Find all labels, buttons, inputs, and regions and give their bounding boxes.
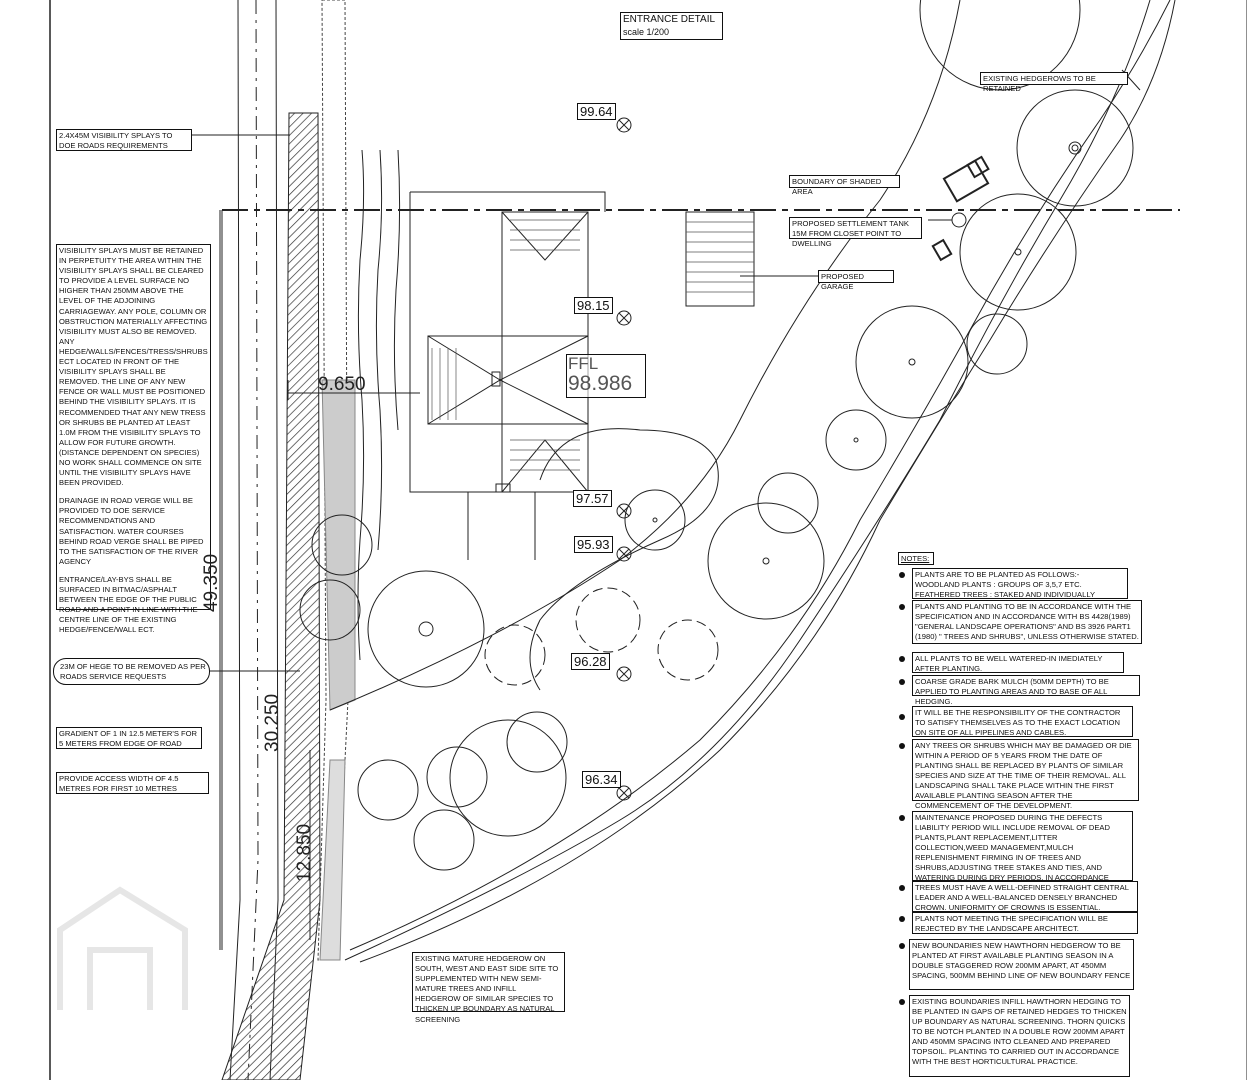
note-bullet-1 (899, 572, 905, 578)
dimension-49-350: 49.350 (201, 553, 222, 612)
level-96-34: 96.34 (582, 771, 621, 788)
label-boundary-shaded: BOUNDARY OF SHADED AREA (789, 175, 900, 196)
level-98-15: 98.15 (574, 297, 613, 314)
label-proposed-garage: PROPOSED GARAGE (818, 270, 894, 291)
label-hedge-removed: 23M OF HEGE TO BE REMOVED AS PER ROADS S… (53, 658, 210, 685)
road-centre-dashed (247, 0, 259, 1080)
road-edge-left (229, 0, 241, 1080)
notes-heading: NOTES: (898, 552, 934, 565)
trees (299, 0, 1134, 871)
road-edge-right (269, 0, 279, 1080)
label-visibility-splays-doe: 2.4x45m VISIBILITY SPLAYS TO DOE ROADS R… (56, 129, 192, 151)
visibility-splay-hatch (221, 112, 321, 1080)
level-markers (616, 117, 632, 801)
wavy-hedge-line-3 (393, 149, 401, 431)
dwelling-footprint (427, 335, 589, 425)
note-bullet-2 (899, 604, 905, 610)
drainage-notes-text: DRAINAGE IN ROAD VERGE WILL BE PROVIDED … (59, 496, 204, 566)
label-hedgerows-retained: EXISTING HEDGEROWS TO BE RETAINED (980, 72, 1128, 93)
note-bullet-10 (899, 943, 905, 949)
watermark-logo (57, 886, 188, 1010)
grey-verge (321, 379, 356, 711)
wavy-hedge-line-2 (375, 149, 383, 551)
level-99-64: 99.64 (577, 103, 616, 120)
label-gradient: GRADIENT OF 1 IN 12.5 METER'S FOR 5 METE… (56, 727, 202, 749)
note-9: PLANTS NOT MEETING THE SPECIFICATION WIL… (912, 912, 1138, 934)
ffl-value: 98.986 (568, 372, 633, 395)
driveway-curve (329, 0, 961, 711)
note-bullet-5 (899, 714, 905, 720)
note-bullet-4 (899, 679, 905, 685)
note-4: COARSE GRADE BARK MULCH (50MM DEPTH) TO … (912, 675, 1140, 706)
level-96-28: 96.28 (571, 653, 610, 670)
existing-hedge-strip (317, 0, 349, 961)
note-8: TREES MUST HAVE A WELL-DEFINED STRAIGHT … (912, 881, 1138, 912)
note-bullet-6 (899, 743, 905, 749)
level-97-57: 97.57 (573, 490, 612, 507)
note-10: NEW BOUNDARIES NEW HAWTHORN HEDGEROW TO … (909, 939, 1134, 990)
label-settlement-tank: PROPOSED SETTLEMENT TANK 15m FROM CLOSET… (789, 217, 922, 248)
label-access-width: PROVIDE ACCESS WIDTH OF 4.5 METRES FOR F… (56, 772, 209, 794)
note-3: ALL PLANTS TO BE WELL WATERED-IN IMEDIAT… (912, 652, 1124, 673)
note-1: PLANTS ARE TO BE PLANTED AS FOLLOWS:- WO… (912, 568, 1128, 609)
dimension-12-850: 12.850 (294, 823, 315, 882)
wavy-hedge-line-1 (357, 149, 365, 661)
note-2: PLANTS AND PLANTING TO BE IN ACCORDANCE … (912, 600, 1142, 644)
note-bullet-8 (899, 885, 905, 891)
label-visibility-notes: VISIBILITY SPLAYS MUST BE RETAINED IN PE… (56, 244, 211, 634)
note-bullet-11 (899, 999, 905, 1005)
note-bullet-3 (899, 656, 905, 662)
ffl-title: FFL (568, 354, 599, 373)
note-5: IT WILL BE THE RESPONSIBILITY OF THE CON… (912, 706, 1133, 737)
note-bullet-7 (899, 815, 905, 821)
title-main: ENTRANCE DETAIL (623, 14, 716, 25)
title-scale: scale 1/200 (623, 27, 670, 37)
note-11: EXISTING BOUNDARIES INFILL HAWTHORN HEDG… (909, 995, 1130, 1077)
entrance-notes-text: ENTRANCE/LAY-BYS SHALL BE SURFACED IN BI… (59, 574, 198, 635)
note-7: MAINTENANCE PROPOSED DURING THE DEFECTS … (912, 811, 1133, 892)
level-95-93: 95.93 (574, 536, 613, 553)
garden-bed-outline (529, 428, 719, 691)
note-6: ANY TREES OR SHRUBS WHICH MAY BE DAMAGED… (912, 739, 1139, 810)
dimension-30-250: 30.250 (262, 693, 283, 752)
label-hedgerow-south: EXISTING MATURE HEDGEROW ON SOUTH, WEST … (412, 952, 565, 1024)
ffl-label: FFL 98.986 (566, 354, 646, 398)
dimension-9-650: 9.650 (318, 374, 366, 395)
garage-footprint (685, 211, 755, 307)
note-bullet-9 (899, 916, 905, 922)
entrance-detail-title: ENTRANCE DETAIL scale 1/200 (620, 12, 723, 40)
visibility-notes-text: VISIBILITY SPLAYS MUST BE RETAINED IN PE… (59, 246, 208, 488)
